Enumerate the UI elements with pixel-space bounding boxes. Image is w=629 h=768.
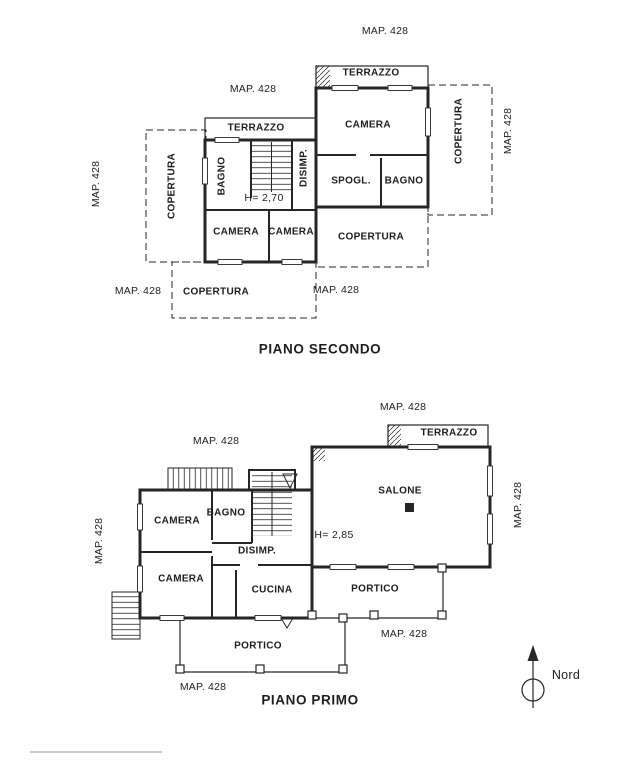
map-label: MAP. 428	[312, 284, 360, 296]
left-wing-windows	[202, 137, 303, 265]
terrazzo-hatch	[388, 425, 401, 447]
map-label: MAP. 428	[90, 160, 102, 208]
piano-primo-plan	[111, 424, 493, 674]
terrazzo-right-hatch	[316, 66, 330, 88]
ceiling-height-label: H= 2,70	[244, 192, 284, 204]
room-label-camera: CAMERA	[345, 119, 391, 131]
room-label-disimp: DISIMP.	[298, 148, 310, 188]
north-label: Nord	[551, 668, 581, 682]
room-label-disimp: DISIMP.	[237, 545, 277, 557]
room-label-portico: PORTICO	[234, 640, 282, 652]
map-label: MAP. 428	[512, 481, 524, 529]
room-label-cucina: CUCINA	[251, 584, 293, 596]
portico-bottom-outline	[175, 613, 348, 674]
room-label-bagno: BAGNO	[216, 156, 228, 196]
room-label-terrazzo: TERRAZZO	[420, 427, 478, 439]
floor-title-secondo: PIANO SECONDO	[258, 341, 382, 357]
scan-artifact-line	[30, 751, 162, 753]
map-label: MAP. 428	[179, 681, 227, 693]
room-label-spogl: SPOGL.	[331, 175, 371, 187]
room-label-portico: PORTICO	[351, 583, 399, 595]
map-label: MAP. 428	[502, 107, 514, 155]
primo-windows	[137, 444, 493, 621]
ceiling-height-label: H= 2,85	[314, 529, 354, 541]
room-label-salone: SALONE	[378, 485, 422, 497]
right-wing-interior-walls	[316, 154, 428, 207]
room-label-copertura: COPERTURA	[453, 97, 465, 165]
entry-stairs-top-hatch	[167, 467, 233, 491]
room-label-camera: CAMERA	[268, 226, 314, 238]
room-label-camera: CAMERA	[154, 515, 200, 527]
left-wing-interior-walls	[205, 140, 316, 262]
map-label: MAP. 428	[361, 25, 409, 37]
entry-stairs-bottom-hatch	[111, 591, 141, 640]
portico-right-outline	[307, 563, 447, 620]
salone-corner-hatch	[312, 447, 325, 461]
north-arrowhead	[527, 645, 539, 661]
map-label: MAP. 428	[114, 285, 162, 297]
salone-column	[405, 503, 414, 512]
room-label-copertura: COPERTURA	[182, 286, 250, 298]
piano-secondo-plan	[145, 65, 493, 319]
map-label: MAP. 428	[93, 517, 105, 565]
room-label-copertura: COPERTURA	[166, 152, 178, 220]
left-wing-walls	[203, 138, 318, 264]
room-label-bagno: BAGNO	[206, 507, 246, 519]
room-label-camera: CAMERA	[213, 226, 259, 238]
room-label-terrazzo: TERRAZZO	[227, 122, 285, 134]
right-wing-walls	[314, 86, 430, 209]
north-compass	[521, 645, 545, 708]
map-label: MAP. 428	[229, 83, 277, 95]
right-wing-windows	[331, 85, 431, 137]
salone-walls	[310, 445, 492, 569]
map-label: MAP. 428	[380, 628, 428, 640]
map-label: MAP. 428	[379, 401, 427, 413]
map-label: MAP. 428	[192, 435, 240, 447]
stair-direction-symbol	[282, 473, 298, 490]
room-label-copertura: COPERTURA	[337, 231, 405, 243]
room-label-terrazzo: TERRAZZO	[342, 67, 400, 79]
room-label-bagno: BAGNO	[384, 175, 424, 187]
room-label-camera: CAMERA	[158, 573, 204, 585]
floor-title-primo: PIANO PRIMO	[261, 692, 359, 708]
